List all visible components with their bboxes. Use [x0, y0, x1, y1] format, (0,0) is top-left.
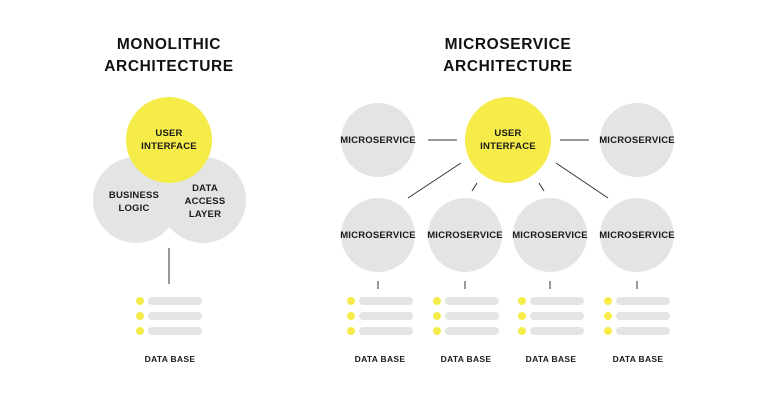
microservice-circle-top-right	[600, 103, 674, 177]
microservice-title-line1: MICROSERVICE	[445, 36, 572, 53]
microservice-label-3: MICROSERVICE	[512, 230, 588, 241]
business-logic-label-line2: LOGIC	[118, 203, 149, 214]
microservice-label-top-right: MICROSERVICE	[599, 135, 675, 146]
microservice-label-4: MICROSERVICE	[599, 230, 675, 241]
microservice-database-icon-3	[518, 297, 584, 335]
microservice-database-icon-2	[433, 297, 499, 335]
microservice-database-icon-4	[604, 297, 670, 335]
micro-ui-label-line2: INTERFACE	[480, 141, 536, 152]
microservice-database-icon-1	[347, 297, 413, 335]
microservice-database-label-4: DATA BASE	[613, 354, 664, 364]
monolithic-database-label: DATA BASE	[145, 354, 196, 364]
microservice-circle-3	[513, 198, 587, 272]
microservice-circle-top-left	[341, 103, 415, 177]
microservice-circle-1	[341, 198, 415, 272]
mono-ui-label-line1: USER	[155, 128, 182, 139]
monolithic-user-interface-circle	[126, 97, 212, 183]
microservice-label-2: MICROSERVICE	[427, 230, 503, 241]
microservice-database-label-2: DATA BASE	[441, 354, 492, 364]
data-access-label-line2: ACCESS	[185, 196, 226, 207]
data-access-label-line3: LAYER	[189, 209, 221, 220]
monolithic-title-line1: MONOLITHIC	[117, 36, 221, 53]
microservice-circle-4	[600, 198, 674, 272]
microservice-user-interface-circle	[465, 97, 551, 183]
data-access-label-line1: DATA	[192, 183, 218, 194]
microservice-label-1: MICROSERVICE	[340, 230, 416, 241]
micro-ui-label-line1: USER	[494, 128, 521, 139]
monolithic-database-icon	[136, 297, 202, 335]
microservice-connectors	[407, 139, 609, 199]
microservice-circle-2	[428, 198, 502, 272]
microservice-title-line2: ARCHITECTURE	[443, 58, 572, 75]
business-logic-label-line1: BUSINESS	[109, 190, 159, 201]
microservice-label-top-left: MICROSERVICE	[340, 135, 416, 146]
microservice-database-label-3: DATA BASE	[526, 354, 577, 364]
microservice-database-label-1: DATA BASE	[355, 354, 406, 364]
monolithic-title-line2: ARCHITECTURE	[104, 58, 233, 75]
database-connectors	[377, 281, 638, 289]
mono-ui-label-line2: INTERFACE	[141, 141, 197, 152]
